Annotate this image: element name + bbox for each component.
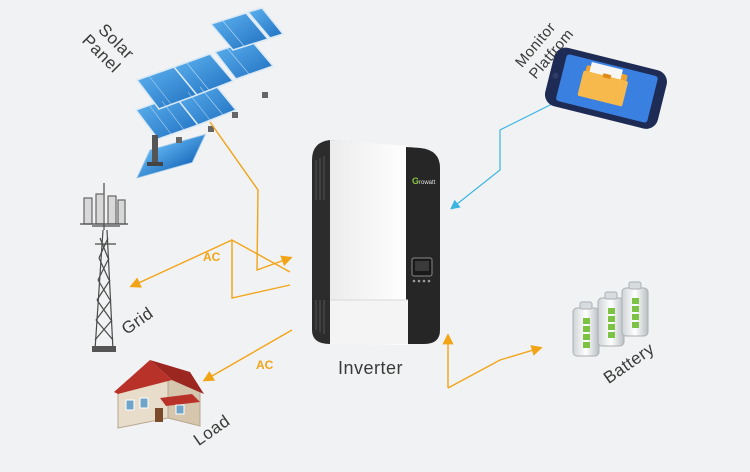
inverter-label: Inverter [338,358,404,378]
brand-logo: G [412,176,419,186]
brand-text: rowatt [419,180,436,186]
battery-icon [572,281,649,357]
tower-icon [80,183,128,352]
solar-panel-icon [134,7,285,179]
inverter-icon: G rowatt [312,140,440,345]
ac-load-label: AC [256,358,274,372]
data-flow-line [450,99,561,210]
ac-flow-lines [129,121,543,389]
ac-grid-label: AC [203,250,221,264]
house-icon [114,360,204,429]
folder-icon [577,62,628,107]
